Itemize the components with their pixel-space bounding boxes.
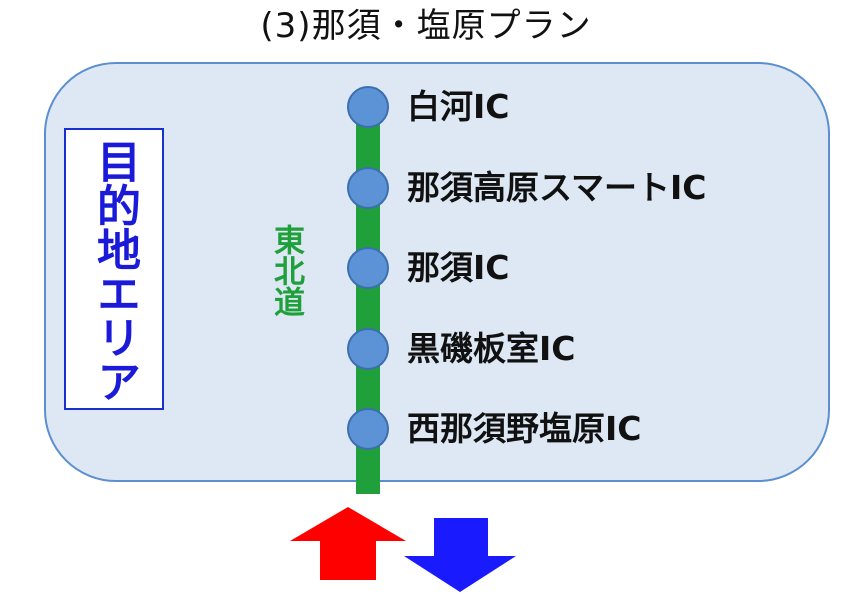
interchange-label: 白河IC (407, 87, 510, 126)
interchange-marker (347, 166, 389, 209)
interchange-marker (347, 408, 389, 450)
interchange-marker (347, 86, 389, 128)
interchange-label: 西那須野塩原IC (407, 409, 642, 448)
interchange-label: 黒磯板室IC (407, 328, 576, 368)
interchange-marker (347, 247, 389, 289)
destination-area-box: 目的地エリア (64, 128, 164, 410)
interchange-label: 那須IC (407, 248, 510, 287)
down-arrow-icon (404, 518, 516, 592)
interchange-marker (347, 327, 389, 370)
destination-area-label: 目的地エリア (89, 139, 140, 403)
destination-area-region (44, 62, 830, 482)
interchange-label: 那須高原スマートIC (407, 167, 707, 207)
page-title: (3)那須・塩原プラン (260, 6, 592, 46)
up-arrow-icon (290, 507, 406, 580)
highway-label: 東北道 (268, 224, 304, 317)
